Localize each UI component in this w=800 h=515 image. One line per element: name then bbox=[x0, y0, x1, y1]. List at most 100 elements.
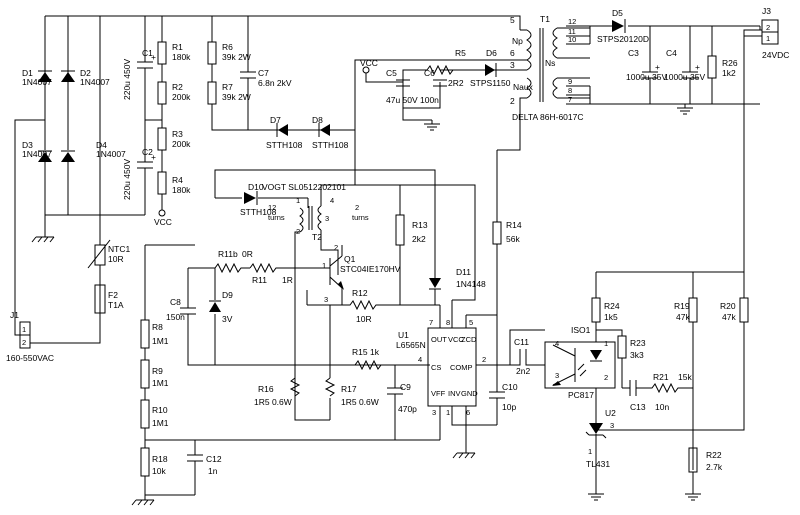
r19-ref: R19 bbox=[674, 301, 690, 311]
j3-pin1: 1 bbox=[766, 34, 770, 43]
r18-ref: R18 bbox=[152, 454, 168, 464]
r16-ref: R16 bbox=[258, 384, 274, 394]
t2-turns-a: turns bbox=[268, 213, 285, 222]
t2-pin1: 1 bbox=[296, 196, 300, 205]
rcd-snubber: R6 39k 2W R7 39k 2W C7 6.8n 2kV D7 STTH1… bbox=[207, 15, 521, 185]
r26-val: 1k2 bbox=[722, 68, 736, 78]
u1-pin-out: OUT bbox=[431, 335, 447, 344]
d7-ref: D7 bbox=[270, 115, 281, 125]
c4-val: 1000u 35V bbox=[664, 72, 705, 82]
r13-ref: R13 bbox=[412, 220, 428, 230]
bridge-rectifier: D1 1N4007 D2 1N4007 D3 1N4007 D4 1N4007 bbox=[14, 15, 126, 336]
c10-ref: C10 bbox=[502, 382, 518, 392]
vcc-label-1: VCC bbox=[154, 217, 172, 227]
j1-pin1: 1 bbox=[22, 325, 26, 334]
d8-val: STTH108 bbox=[312, 140, 349, 150]
d9-val: 3V bbox=[222, 314, 233, 324]
q1-pin3: 3 bbox=[324, 295, 328, 304]
r12-val: 10R bbox=[356, 314, 372, 324]
r21-ref: R21 bbox=[653, 372, 669, 382]
t1-pin11: 11 bbox=[568, 27, 576, 36]
d3-val: 1N4007 bbox=[22, 149, 52, 159]
c12-ref: C12 bbox=[206, 454, 222, 464]
c5-val: 47u 50V bbox=[386, 95, 418, 105]
transistor-q1 bbox=[329, 245, 344, 305]
r22-ref: R22 bbox=[706, 450, 722, 460]
t2-pin3: 3 bbox=[325, 214, 329, 223]
ntc1 bbox=[94, 244, 106, 266]
t2-part: VOGT SL0512202101 bbox=[262, 182, 346, 192]
u1-pinnum-2: 2 bbox=[482, 355, 486, 364]
bulk-capacitors: ++ C1 C2 220u 450V 220u 450V R1 180k R2 … bbox=[68, 15, 354, 227]
d3-ref: D3 bbox=[22, 140, 33, 150]
d7-val: STTH108 bbox=[266, 140, 303, 150]
q1-val: STC04IE170HV bbox=[340, 264, 401, 274]
c4-ref: C4 bbox=[666, 48, 677, 58]
c13-ref: C13 bbox=[630, 402, 646, 412]
t2-pin2: 2 bbox=[296, 227, 300, 236]
r23-val: 3k3 bbox=[630, 350, 644, 360]
d6-val: STPS1150 bbox=[470, 78, 511, 88]
c11-ref: C11 bbox=[514, 337, 529, 347]
q1-ref: Q1 bbox=[344, 254, 356, 264]
j3-note: 24VDC bbox=[762, 50, 789, 60]
r17-ref: R17 bbox=[341, 384, 357, 394]
u1-pinnum-3: 3 bbox=[432, 408, 436, 417]
diode-d1 bbox=[38, 70, 52, 92]
r7-val: 39k 2W bbox=[222, 92, 251, 102]
r1-val: 180k bbox=[172, 52, 191, 62]
r4-val: 180k bbox=[172, 185, 191, 195]
d5-val: STPS20120D bbox=[597, 34, 649, 44]
diode-d2 bbox=[61, 70, 75, 92]
r10-ref: R10 bbox=[152, 405, 168, 415]
r9-ref: R9 bbox=[152, 366, 163, 376]
r11b-val: 0R bbox=[242, 249, 253, 259]
u1-pin-comp: COMP bbox=[450, 363, 473, 372]
r4-ref: R4 bbox=[172, 175, 183, 185]
r8-val: 1M1 bbox=[152, 336, 169, 346]
d1-ref: D1 bbox=[22, 68, 33, 78]
c6-ref: C6 bbox=[424, 68, 435, 78]
u1-pinnum-8: 8 bbox=[446, 318, 450, 327]
t2-ref: T2 bbox=[312, 232, 322, 242]
iso1-pin3: 3 bbox=[555, 371, 559, 380]
c8-ref: C8 bbox=[170, 297, 181, 307]
t1-pin12: 12 bbox=[568, 17, 576, 26]
r26-ref: R26 bbox=[722, 58, 738, 68]
u1-pinnum-7: 7 bbox=[429, 318, 433, 327]
d8-ref: D8 bbox=[312, 115, 323, 125]
svg-text:+: + bbox=[151, 152, 156, 162]
r10-val: 1M1 bbox=[152, 418, 169, 428]
t1-ns: Ns bbox=[545, 58, 555, 68]
c7-ref: C7 bbox=[258, 68, 269, 78]
c3-val: 1000u 35V bbox=[626, 72, 667, 82]
r20-val: 47k bbox=[722, 312, 736, 322]
t2-n2: 2 bbox=[355, 203, 359, 212]
j1-ref: J1 bbox=[10, 310, 19, 320]
r20-ref: R20 bbox=[720, 301, 736, 311]
driver-stage: D10 STTH108 VOGT SL0512202101 1 12 turns… bbox=[144, 150, 522, 421]
r24-val: 1k5 bbox=[604, 312, 618, 322]
u1-pinnum-1: 1 bbox=[446, 408, 450, 417]
j1-pin2: 2 bbox=[22, 338, 26, 347]
j3-ref: J3 bbox=[762, 6, 771, 16]
t2-pin4: 4 bbox=[330, 196, 334, 205]
d2-ref: D2 bbox=[80, 68, 91, 78]
ntc1-val: 10R bbox=[108, 254, 124, 264]
c8-val: 150n bbox=[166, 312, 185, 322]
u1-pin-vff: VFF bbox=[431, 389, 446, 398]
u1-pin-inv: INV bbox=[448, 389, 461, 398]
d2-val: 1N4007 bbox=[80, 77, 110, 87]
r12-ref: R12 bbox=[352, 288, 368, 298]
r11-ref: R11 bbox=[252, 275, 267, 285]
r19-val: 47k bbox=[676, 312, 690, 322]
diode-d4 bbox=[61, 150, 75, 162]
r14-val: 56k bbox=[506, 234, 520, 244]
d4-val: 1N4007 bbox=[96, 149, 126, 159]
transformer-t1: 5 6 3 2 Np Naux Ns T1 12 11 10 9 8 7 DEL… bbox=[510, 14, 591, 122]
j3-pin2: 2 bbox=[766, 23, 770, 32]
t1-pin2: 2 bbox=[510, 96, 515, 106]
c6-val: 100n bbox=[420, 95, 439, 105]
